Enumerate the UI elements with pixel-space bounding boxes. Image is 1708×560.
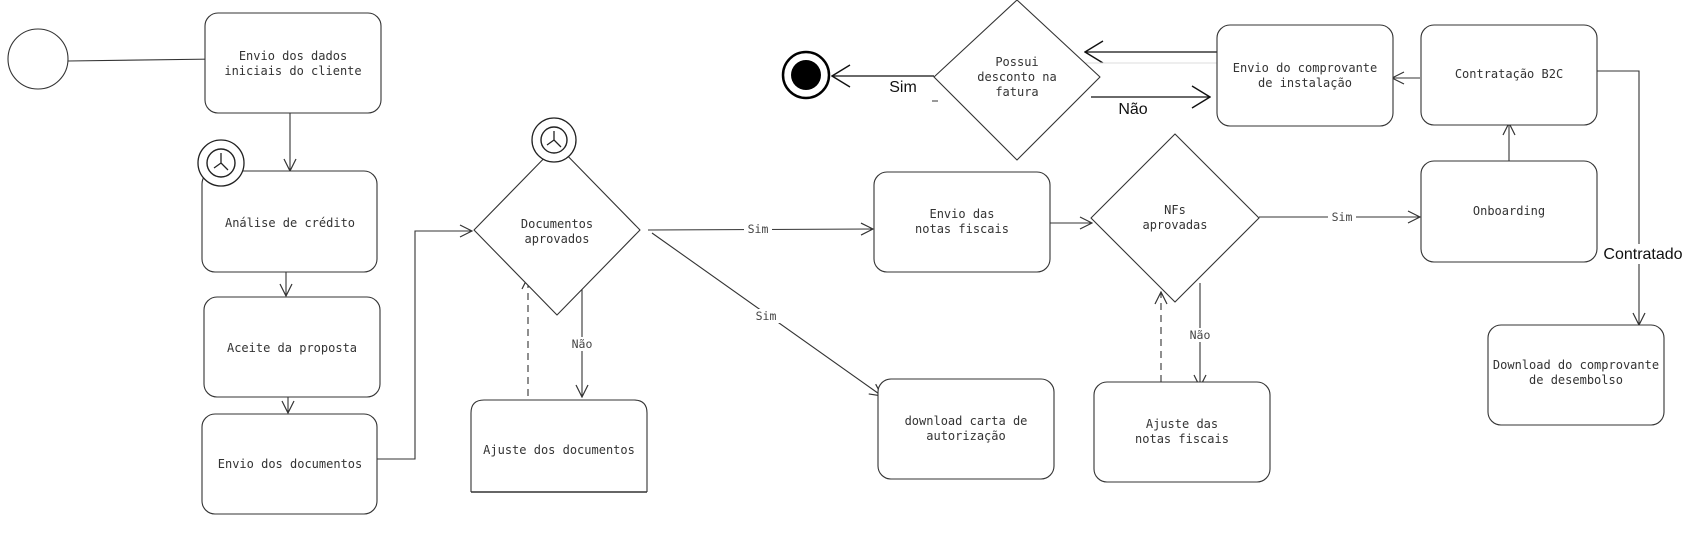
node-download-comprovante-desembolso[interactable]: Download do comprovante de desembolso [1487,324,1665,426]
node-envio-documentos[interactable]: Envio dos documentos [201,413,378,515]
node-envio-comprovante-instalacao[interactable]: Envio do comprovante de instalação [1216,24,1394,127]
node-download-carta-autorizacao[interactable]: download carta de autorização [877,378,1055,480]
label-nao-desconto: Não [1118,101,1147,118]
label-bg [566,337,598,351]
node-label: Contratação B2C [1455,67,1563,81]
node-label: Ajuste das [1146,417,1218,431]
label-sim: Sim [756,309,777,323]
node-possui-desconto-fatura[interactable]: Possui desconto na fatura [933,0,1101,161]
timer-icon [197,139,245,187]
node-label: download carta de [905,414,1028,428]
node-label: Análise de crédito [225,216,355,230]
edges [67,52,1639,460]
label-nao: Não [572,337,593,351]
label-sim-final: Sim [889,79,917,96]
edge-envio-docs-aprovados [377,231,472,460]
edge-start-envio-dados [67,59,218,61]
node-label: Documentos [521,217,593,231]
node-label: aprovadas [1142,218,1207,232]
node-documentos-aprovados[interactable]: Documentos aprovados [473,144,641,316]
node-label: Possui [995,55,1038,69]
node-label: Envio do comprovante [1233,61,1378,75]
node-label: NFs [1164,203,1186,217]
node-label: Envio dos documentos [218,457,363,471]
node-label: de desembolso [1529,373,1623,387]
node-aceite-proposta[interactable]: Aceite da proposta [203,296,381,398]
node-nfs-aprovadas[interactable]: NFs aprovadas [1090,133,1260,303]
node-label: autorização [926,429,1005,443]
node-label: iniciais do cliente [224,64,361,78]
node-ajuste-documentos[interactable]: Ajuste dos documentos [470,399,648,493]
timer-icon [531,117,577,163]
node-envio-notas-fiscais[interactable]: Envio das notas fiscais [873,171,1051,273]
node-label: Envio dos dados [239,49,347,63]
edge-labels: Sim Sim Não Sim Não Sim Não Contratado [566,79,1686,351]
node-contratacao-b2c[interactable]: Contratação B2C [1420,24,1598,126]
node-label: Envio das [929,207,994,221]
label-nao: Não [1190,328,1211,342]
node-label: fatura [995,85,1038,99]
label-bg [752,309,780,323]
node-label: Onboarding [1473,204,1545,218]
label-bg [744,222,772,236]
edge-contratacao-download [1596,70,1639,325]
label-bg [1184,328,1216,342]
node-label: Aceite da proposta [227,341,357,355]
label-bg [1328,210,1356,224]
node-ajuste-notas-fiscais[interactable]: Ajuste das notas fiscais [1093,381,1271,483]
label-bg [1600,244,1686,264]
label-sim: Sim [1332,210,1353,224]
label-sim: Sim [748,222,769,236]
node-label: aprovados [524,232,589,246]
node-label: Ajuste dos documentos [483,443,635,457]
node-label: Download do comprovante [1493,358,1659,372]
node-label: notas fiscais [1135,432,1229,446]
initial-node [7,28,69,90]
node-label: de instalação [1258,76,1352,90]
node-analise-credito[interactable]: Análise de crédito [201,170,378,273]
label-contratado: Contratado [1603,246,1682,263]
node-label: desconto na [977,70,1056,84]
node-envio-dados-iniciais[interactable]: Envio dos dados iniciais do cliente [204,12,382,114]
node-label: notas fiscais [915,222,1009,236]
node-onboarding[interactable]: Onboarding [1420,160,1598,263]
final-node [781,50,831,100]
